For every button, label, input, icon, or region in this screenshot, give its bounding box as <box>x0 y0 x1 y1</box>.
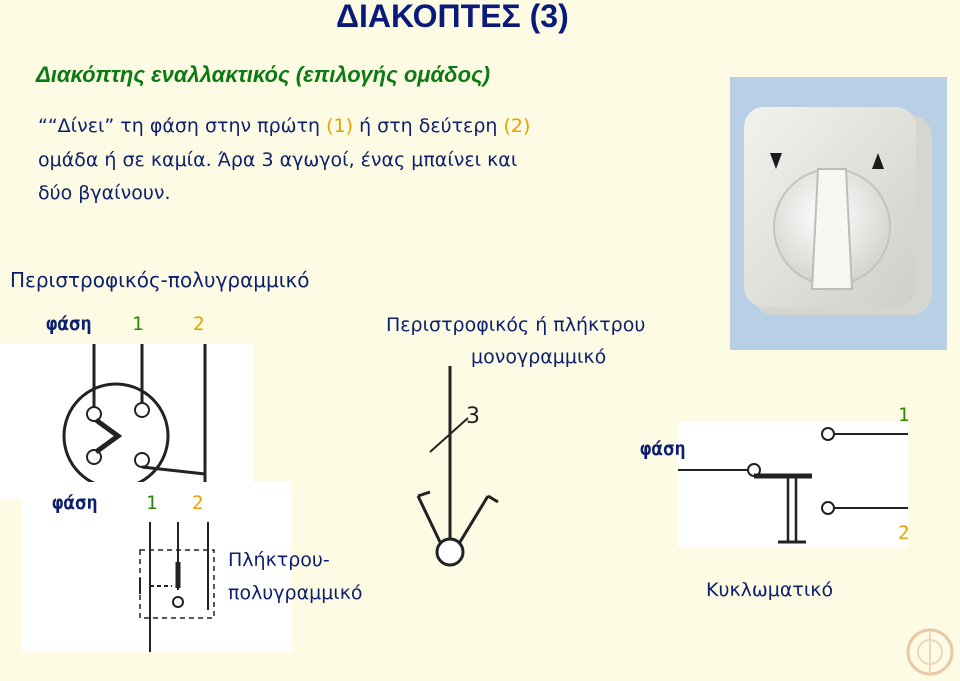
output-1-label: 1 <box>132 313 144 335</box>
logo-emblem-icon <box>906 628 954 676</box>
description-line-2: ομάδα ή σε καμία. Άρα 3 αγωγοί, ένας μπα… <box>38 149 518 171</box>
circuit-panel <box>678 422 908 547</box>
push-multiline-caption: πολυγραμμικό <box>228 582 363 604</box>
push-switch-symbol <box>139 522 215 652</box>
rotary-switch-symbol <box>62 344 207 499</box>
rotary-multiline-panel <box>0 344 253 499</box>
rotary-switch-photo <box>730 77 947 350</box>
output-2-label: 2 <box>193 313 205 335</box>
mono-caption: Περιστροφικός ή πλήκτρου <box>386 314 646 336</box>
group-1-ref: (1) <box>326 115 354 137</box>
page-title: ΔΙΑΚΟΠΤΕΣ (3) <box>336 0 569 34</box>
push-multiline-caption: Πλήκτρου- <box>228 549 330 571</box>
description-text: ή στη δεύτερη <box>353 115 504 137</box>
description-line-1: ““Δίνει” τη φάση στην πρώτη (1) ή στη δε… <box>38 115 530 137</box>
output-1-label: 1 <box>146 492 158 514</box>
rotary-multiline-heading: Περιστροφικός-πολυγραμμικό <box>10 268 310 292</box>
output-2-label: 2 <box>898 522 910 544</box>
push-multiline-panel <box>22 482 292 652</box>
output-1-label: 1 <box>898 404 910 426</box>
group-2-ref: (2) <box>503 115 531 137</box>
subtitle: Διακόπτης εναλλακτικός (επιλογής ομάδος) <box>36 62 491 87</box>
output-2-label: 2 <box>192 492 204 514</box>
single-line-symbol <box>416 366 499 567</box>
phase-label: φάση <box>640 438 686 460</box>
description-line-3: δύο βγαίνουν. <box>38 182 171 204</box>
description-text: ““Δίνει” τη φάση στην πρώτη <box>38 115 327 137</box>
mono-caption: μονογραμμικό <box>471 346 607 368</box>
phase-label: φάση <box>52 492 98 514</box>
phase-label: φάση <box>46 313 92 335</box>
circuit-caption: Κυκλωματικό <box>706 579 834 601</box>
conductor-count-label: 3 <box>466 404 480 429</box>
circuit-symbol <box>678 427 908 544</box>
